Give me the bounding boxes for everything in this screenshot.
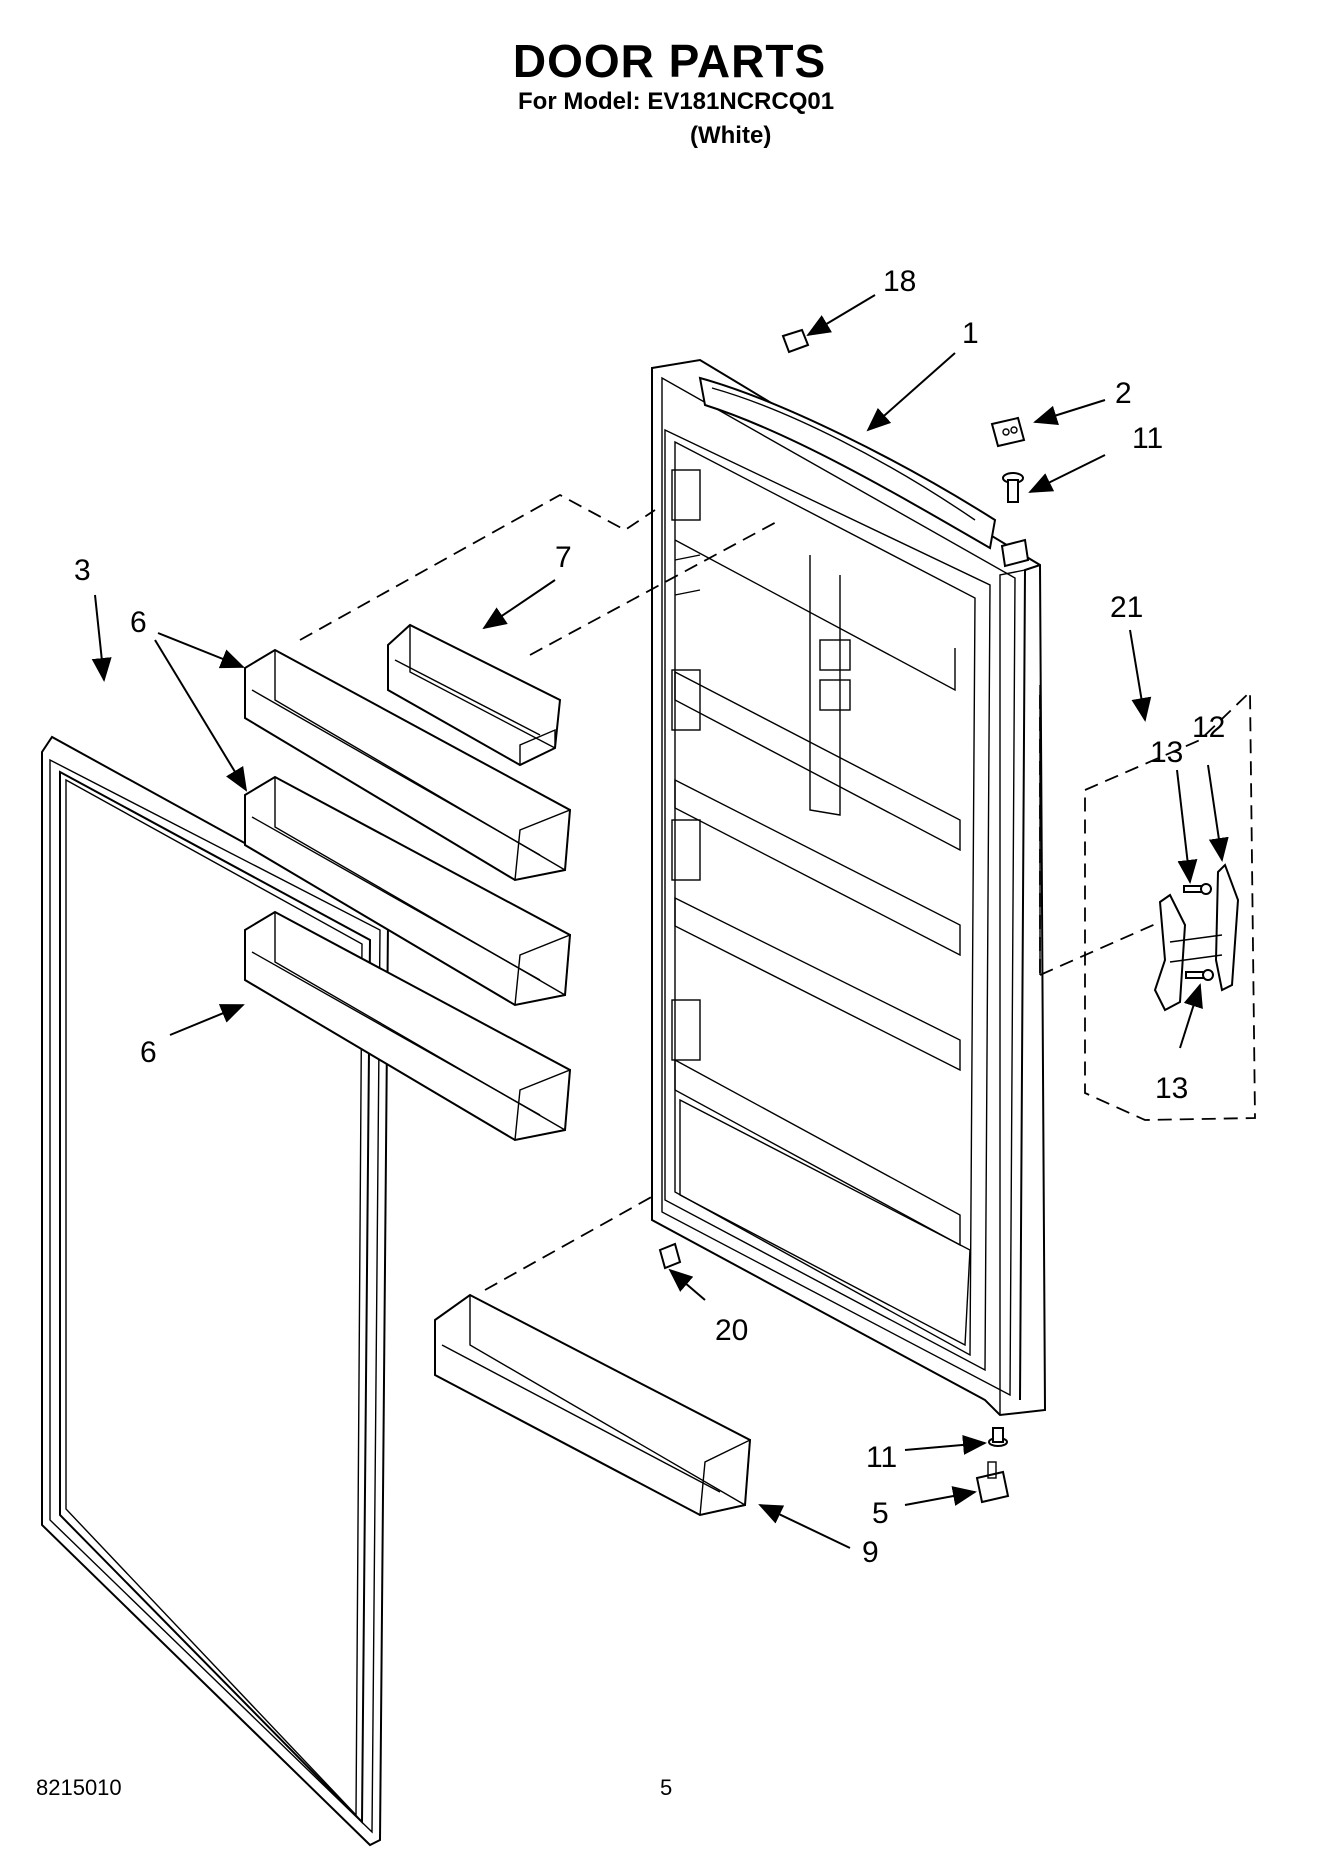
color-line: (White) <box>690 122 772 149</box>
callout-11-top: 11 <box>1132 422 1163 455</box>
callout-6-upper: 6 <box>130 606 147 639</box>
hinge-bushing-part-11-bottom <box>988 1427 1008 1447</box>
bottle-bin-part-7 <box>387 623 562 767</box>
callout-7: 7 <box>555 541 572 574</box>
leader-lines <box>91 294 1229 1549</box>
callout-18: 18 <box>883 265 916 298</box>
document-number: 8215010 <box>36 1775 122 1800</box>
callout-3: 3 <box>74 554 91 587</box>
screw-part-13-upper <box>1183 883 1212 895</box>
callout-5: 5 <box>872 1497 889 1530</box>
door-gasket-part-3 <box>41 735 390 1847</box>
door-shelf-part-6-top <box>244 648 572 882</box>
door-shelf-part-6-middle <box>244 775 572 1007</box>
callout-6-lower: 6 <box>140 1036 157 1069</box>
callout-9: 9 <box>862 1536 879 1569</box>
screw-part-13-lower <box>1185 969 1214 981</box>
door-stop-part-20 <box>658 1242 682 1270</box>
callout-13-upper: 13 <box>1150 736 1183 769</box>
door-shelf-part-6-lower <box>244 910 572 1142</box>
callout-11-bottom: 11 <box>866 1441 897 1474</box>
callout-13-lower: 13 <box>1155 1072 1188 1105</box>
callout-12: 12 <box>1192 711 1225 744</box>
callout-1: 1 <box>962 317 979 350</box>
callout-21: 21 <box>1110 591 1143 624</box>
top-hinge-bracket <box>1000 538 1030 568</box>
door-liner-part-1 <box>651 358 1047 1417</box>
hinge-bushing-part-11-top <box>1002 472 1024 503</box>
handle-kit-part-21 <box>1084 689 1256 1121</box>
callout-2: 2 <box>1115 377 1132 410</box>
top-cover-part-18 <box>781 328 810 354</box>
assembly-lines <box>299 493 1161 1291</box>
page-number: 5 <box>660 1775 673 1800</box>
callout-labels: 18 1 2 11 3 7 6 21 13 12 13 6 20 11 5 9 <box>74 265 1225 1569</box>
top-hinge-part-2 <box>990 416 1026 448</box>
callout-20: 20 <box>715 1314 748 1347</box>
model-line: For Model: EV181NCRCQ01 <box>518 88 835 115</box>
bottom-hinge-part-5 <box>975 1461 1010 1504</box>
page-title: DOOR PARTS <box>512 35 827 87</box>
door-shelf-part-9-bottom <box>434 1293 752 1517</box>
